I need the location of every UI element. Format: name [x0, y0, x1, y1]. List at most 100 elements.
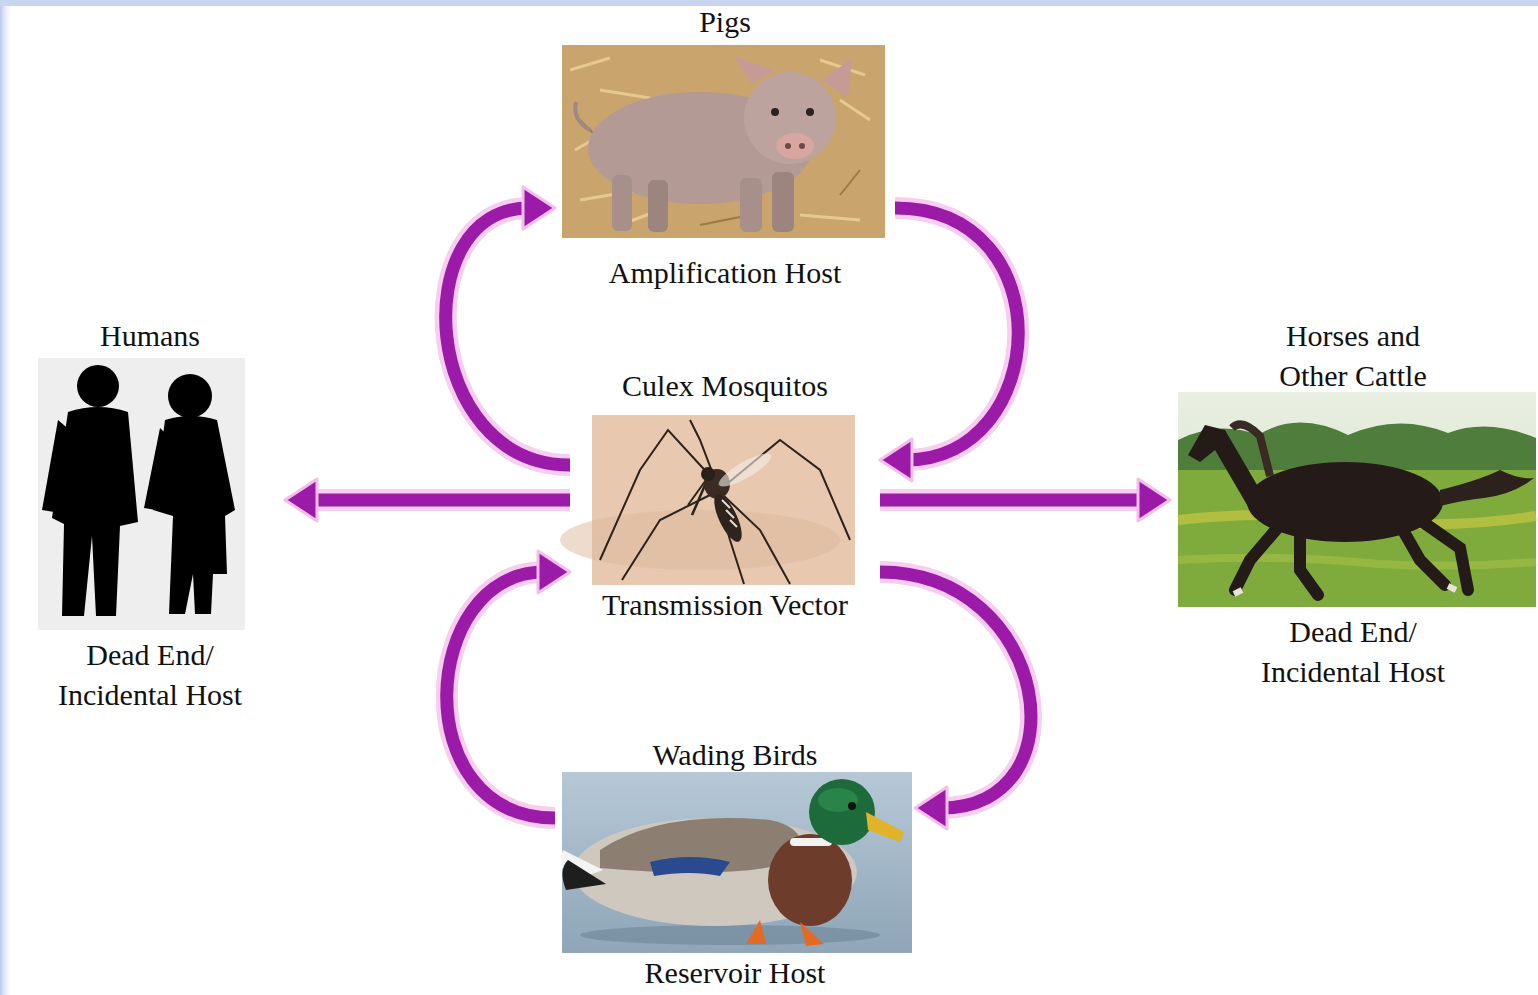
mosquito-illustration-part-part	[622, 494, 712, 580]
host-name: Wading Birds	[652, 735, 817, 775]
arrow-head	[523, 187, 555, 229]
arrow-glow	[895, 208, 1018, 460]
pig-illustration-part	[744, 72, 836, 164]
host-role: Dead End/ Incidental Host	[1233, 612, 1473, 692]
duck-illustration-part	[809, 779, 875, 845]
transmission-vector: Culex MosquitosTransmission Vector	[570, 366, 880, 625]
transmission-arrow	[447, 551, 570, 818]
pig-illustration-part	[562, 45, 885, 238]
host-name: Culex Mosquitos	[622, 366, 828, 406]
page-frame-part	[0, 0, 1538, 6]
host-name: Humans	[100, 316, 200, 356]
horse-illustration-part	[1178, 392, 1536, 607]
duck-illustration-part	[746, 920, 824, 946]
incidental-host: HumansDead End/ Incidental Host	[15, 316, 285, 715]
humans-silhouette-part	[144, 428, 172, 510]
mosquito-illustration-part	[709, 491, 747, 546]
host-role: Reservoir Host	[645, 953, 826, 993]
horse-illustration-part	[1188, 425, 1260, 510]
arrow-shaft	[880, 494, 1144, 507]
host-name: Pigs	[699, 2, 751, 42]
mosquito-illustration-part	[715, 448, 775, 492]
duck-illustration-part	[818, 788, 858, 812]
mosquito-illustration-part-part	[690, 420, 716, 482]
host-role: Dead End/ Incidental Host	[30, 635, 270, 715]
transmission-arrow	[285, 479, 570, 521]
horse-illustration-part	[1440, 470, 1534, 506]
duck-illustration-part	[768, 834, 852, 926]
arrow-shaft	[311, 494, 570, 507]
horse-illustration-part	[1234, 586, 1456, 594]
pig-illustration-part	[612, 175, 632, 231]
arrow-glow	[447, 572, 555, 818]
mosquito-illustration-part-part	[600, 430, 712, 560]
duck-illustration	[561, 772, 912, 953]
pig-illustration-part	[776, 133, 814, 159]
horse-illustration-part-part	[1300, 530, 1318, 595]
horse-illustration-part	[1178, 558, 1536, 566]
mosquito-illustration	[560, 415, 855, 585]
arrow-head	[915, 787, 947, 829]
arrow-shaft	[446, 208, 570, 465]
pig-illustration-part	[771, 108, 779, 116]
humans-silhouette-part	[77, 365, 119, 407]
arrow-shaft	[895, 208, 1018, 460]
humans-silhouette-part	[42, 420, 72, 512]
horse-illustration-part	[1232, 424, 1270, 476]
pig-illustration-part	[806, 108, 814, 116]
horse-illustration-part	[1235, 520, 1468, 595]
incidental-host: Horses and Other CattleDead End/ Inciden…	[1170, 316, 1536, 692]
transmission-arrow	[880, 479, 1170, 521]
duck-illustration-part	[848, 802, 856, 810]
humans-silhouette-part	[168, 374, 212, 418]
arrow-head	[1138, 479, 1170, 521]
duck-illustration-part	[650, 857, 730, 876]
duck-illustration-part	[580, 925, 880, 945]
pig-illustration	[562, 45, 885, 238]
arrow-glow	[880, 572, 1031, 808]
pig-illustration-part	[785, 143, 791, 149]
arrow-head	[880, 439, 912, 481]
horse-illustration-part-part	[1420, 520, 1468, 590]
host-role: Amplification Host	[609, 253, 841, 293]
arrow-head	[538, 551, 570, 593]
mosquito-illustration-part	[701, 467, 715, 481]
duck-illustration-part	[562, 860, 606, 890]
transmission-arrow	[880, 572, 1031, 829]
mosquito-illustration-part	[722, 500, 737, 527]
host-name: Horses and Other Cattle	[1263, 316, 1443, 396]
horse-illustration-part-part	[1235, 525, 1280, 590]
host-role: Transmission Vector	[602, 585, 848, 625]
pig-illustration-part	[734, 56, 774, 84]
transmission-arrow	[880, 208, 1018, 481]
arrow-glow	[311, 489, 570, 511]
amplification-host: PigsAmplification Host	[555, 2, 895, 293]
mosquito-illustration-part	[560, 510, 840, 570]
arrow-glow	[880, 489, 1144, 511]
pig-illustration-part	[740, 178, 762, 232]
duck-illustration-part	[573, 818, 857, 926]
pig-illustration-part	[822, 58, 852, 98]
humans-silhouette	[38, 358, 245, 630]
horse-illustration	[1178, 392, 1536, 607]
reservoir-host: Wading BirdsReservoir Host	[555, 735, 915, 993]
pig-illustration-part	[772, 172, 794, 232]
duck-illustration-part	[562, 772, 912, 953]
humans-silhouette-part	[38, 358, 245, 630]
arrow-shaft	[880, 572, 1031, 808]
pig-illustration-part	[648, 180, 668, 232]
transmission-arrow	[446, 187, 570, 465]
pig-illustration-part	[575, 102, 590, 130]
arrow-glow	[446, 208, 570, 465]
pig-illustration-part	[799, 143, 805, 149]
mosquito-illustration-part	[600, 420, 850, 584]
page-frame-part	[0, 0, 14, 995]
duck-illustration-part	[866, 812, 904, 842]
arrow-head	[285, 479, 317, 521]
arrow-shaft	[447, 572, 555, 818]
mosquito-illustration-part-part	[722, 440, 850, 540]
